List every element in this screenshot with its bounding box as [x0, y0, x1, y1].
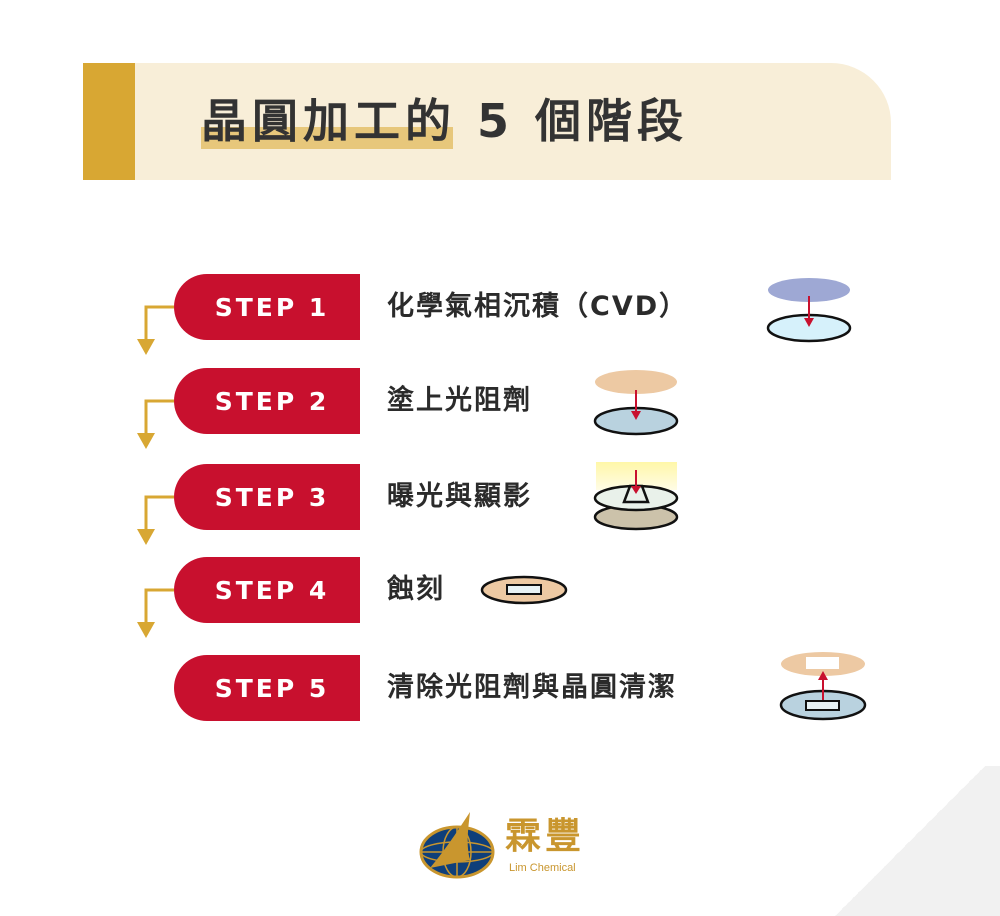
cvd-icon	[766, 278, 852, 343]
title-accent-bar	[83, 63, 135, 180]
title-banner: 晶圓加工的 5 個階段	[83, 63, 891, 180]
step-5-text: 清除光阻劑與晶圓清潔	[387, 672, 677, 703]
logo-subtitle: Lim Chemical	[509, 862, 576, 874]
photoresist-coating-icon	[593, 370, 679, 436]
etching-icon	[480, 575, 568, 605]
exposure-development-icon	[593, 462, 679, 531]
step-2-pill: STEP 2	[174, 368, 360, 434]
connector-arrow-2	[137, 399, 174, 449]
step-1-text: 化學氣相沉積（CVD）	[387, 291, 689, 322]
step-1-pill: STEP 1	[174, 274, 360, 340]
title-highlight	[201, 127, 453, 149]
connector-arrow-3	[137, 495, 174, 545]
logo-name: 霖豐	[505, 816, 586, 857]
step-4-text: 蝕刻	[387, 574, 445, 605]
page-title: 晶圓加工的 5 個階段	[201, 94, 689, 148]
step-3-text: 曝光與顯影	[387, 481, 532, 512]
step-2-text: 塗上光阻劑	[387, 385, 532, 416]
connector-arrow-1	[137, 305, 174, 355]
cleaning-icon	[779, 652, 867, 721]
step-3-pill: STEP 3	[174, 464, 360, 530]
logo-emblem-icon	[419, 812, 495, 879]
connector-arrow-4	[137, 588, 174, 638]
step-4-pill: STEP 4	[174, 557, 360, 623]
step-5-pill: STEP 5	[174, 655, 360, 721]
corner-decoration	[820, 766, 1000, 916]
title-wrap: 晶圓加工的 5 個階段	[201, 89, 688, 153]
